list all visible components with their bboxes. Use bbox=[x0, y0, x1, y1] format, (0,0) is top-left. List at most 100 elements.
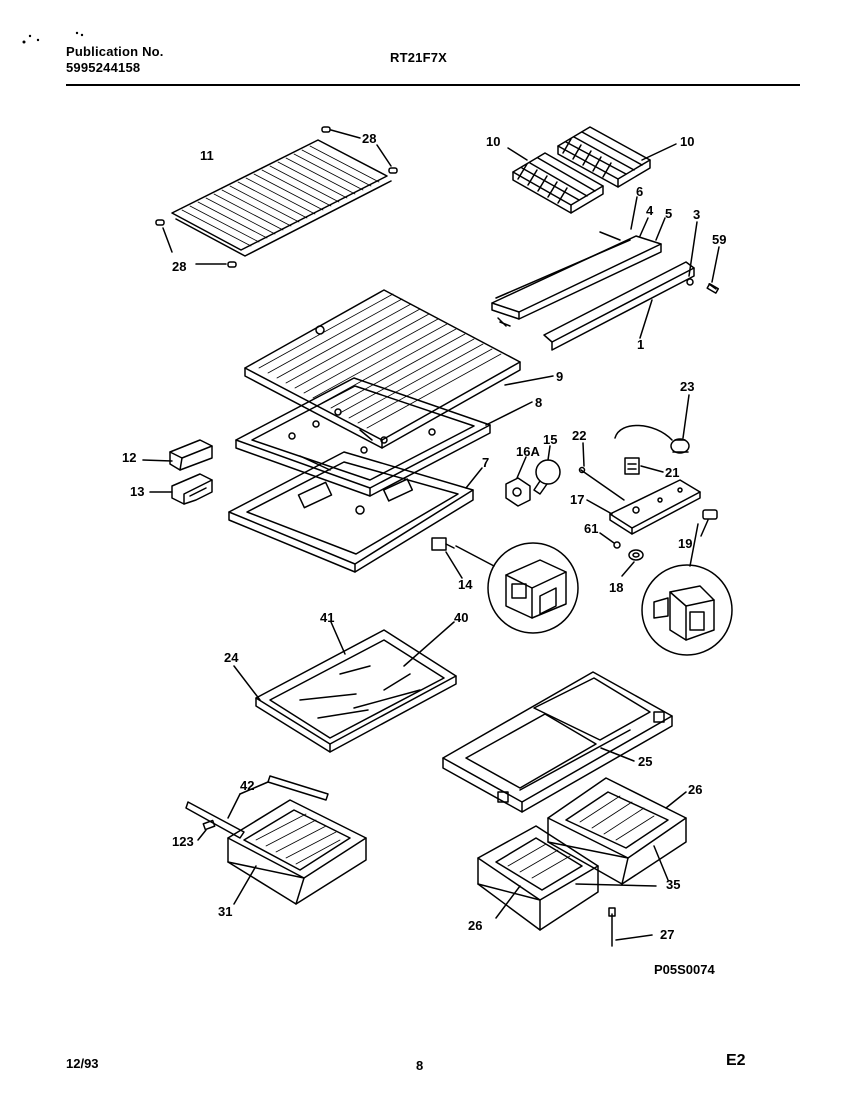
publication-label: Publication No. bbox=[66, 44, 164, 59]
callout-25: 25 bbox=[638, 754, 652, 769]
wire-shelf-rods bbox=[181, 145, 380, 247]
leader-10b bbox=[641, 143, 677, 161]
callout-10: 10 bbox=[486, 134, 500, 149]
callout-61: 61 bbox=[584, 521, 598, 536]
footer-section: E2 bbox=[726, 1052, 746, 1069]
callout-24: 24 bbox=[224, 650, 239, 665]
callout-59: 59 bbox=[712, 232, 726, 247]
light-housing bbox=[609, 479, 701, 535]
callout-3: 3 bbox=[693, 207, 700, 222]
callout-10: 10 bbox=[680, 134, 694, 149]
leader-42b bbox=[227, 793, 241, 819]
leader-12 bbox=[142, 459, 173, 462]
leader-17 bbox=[586, 499, 613, 515]
leader-61 bbox=[599, 532, 615, 544]
wire-shelf bbox=[171, 139, 392, 257]
ice-tray bbox=[512, 126, 651, 214]
rail-screw bbox=[686, 278, 720, 294]
switch-19 bbox=[702, 509, 718, 520]
drawer-26-rear bbox=[547, 777, 687, 885]
publication-number: 5995244158 bbox=[66, 60, 141, 75]
bracket-13 bbox=[171, 473, 213, 505]
leader-25 bbox=[600, 747, 635, 762]
glass-shelf bbox=[255, 629, 457, 753]
shelf-stud bbox=[155, 126, 398, 268]
leader-22 bbox=[582, 442, 585, 467]
drawer-26-front bbox=[477, 825, 599, 931]
leader-10a bbox=[507, 147, 528, 161]
gasket-18 bbox=[628, 549, 644, 561]
model-number: RT21F7X bbox=[390, 50, 448, 65]
leader-1 bbox=[639, 299, 653, 339]
leader-41 bbox=[330, 621, 346, 655]
callout-labels: 11 28 28 10 10 6 4 5 3 59 1 9 8 7 12 13 … bbox=[122, 131, 726, 977]
leader-14-detail bbox=[455, 545, 495, 567]
callout-26: 26 bbox=[468, 918, 482, 933]
callout-26: 26 bbox=[688, 782, 702, 797]
callout-35: 35 bbox=[666, 877, 680, 892]
leader-5 bbox=[655, 217, 666, 241]
leader-42a bbox=[239, 781, 269, 795]
leader-23 bbox=[682, 394, 690, 439]
callout-11: 11 bbox=[200, 148, 214, 163]
leader-31 bbox=[233, 865, 257, 905]
callout-22: 22 bbox=[572, 428, 586, 443]
callout-18: 18 bbox=[609, 580, 623, 595]
leader-9 bbox=[504, 375, 554, 386]
light-socket bbox=[505, 477, 531, 507]
leader-6 bbox=[630, 196, 638, 230]
wire-clip bbox=[624, 457, 640, 475]
bracket-12 bbox=[169, 439, 213, 471]
callout-28: 28 bbox=[172, 259, 186, 274]
callout-8: 8 bbox=[535, 395, 542, 410]
header-rule bbox=[66, 84, 800, 86]
callout-16A: 16A bbox=[516, 444, 540, 459]
screw-61 bbox=[613, 541, 621, 549]
callout-4: 4 bbox=[646, 203, 654, 218]
leader-19-detail bbox=[689, 523, 699, 567]
callout-40: 40 bbox=[454, 610, 468, 625]
callout-9: 9 bbox=[556, 369, 563, 384]
drawer-31 bbox=[227, 799, 367, 905]
callout-7: 7 bbox=[482, 455, 489, 470]
callout-14: 14 bbox=[458, 577, 473, 592]
callout-12: 12 bbox=[122, 450, 136, 465]
leader-35b bbox=[575, 883, 657, 887]
leader-59 bbox=[711, 246, 720, 283]
callout-5: 5 bbox=[665, 206, 672, 221]
callout-6: 6 bbox=[636, 184, 643, 199]
callout-28: 28 bbox=[362, 131, 376, 146]
shelf-frame bbox=[235, 377, 491, 497]
connector-detail-circle bbox=[487, 542, 579, 634]
light-bulb bbox=[533, 459, 561, 495]
leader-7 bbox=[465, 467, 483, 489]
callout-21: 21 bbox=[665, 465, 679, 480]
clip-123 bbox=[202, 819, 216, 831]
callout-41: 41 bbox=[320, 610, 334, 625]
freezer-shelf bbox=[244, 289, 521, 449]
footer-date: 12/93 bbox=[66, 1056, 99, 1071]
screw-27 bbox=[608, 907, 616, 947]
leader-14 bbox=[445, 551, 463, 579]
shelf-base bbox=[228, 451, 474, 573]
leader-15 bbox=[547, 445, 551, 461]
callout-13: 13 bbox=[130, 484, 144, 499]
callout-19: 19 bbox=[678, 536, 692, 551]
callout-15: 15 bbox=[543, 432, 557, 447]
callout-123: 123 bbox=[172, 834, 194, 849]
leader-4 bbox=[639, 217, 649, 237]
drawer-rail-42 bbox=[185, 775, 329, 839]
shelf-rail bbox=[491, 231, 695, 351]
callout-31: 31 bbox=[218, 904, 232, 919]
rod-end bbox=[578, 466, 586, 474]
leader-26a bbox=[665, 791, 687, 809]
heater-rod bbox=[580, 469, 625, 501]
leader-26b bbox=[495, 885, 521, 919]
leader-123 bbox=[197, 829, 207, 841]
leader-21 bbox=[640, 465, 664, 473]
leader-3 bbox=[688, 221, 698, 277]
callout-27: 27 bbox=[660, 927, 674, 942]
switch-detail-circle bbox=[641, 564, 733, 656]
